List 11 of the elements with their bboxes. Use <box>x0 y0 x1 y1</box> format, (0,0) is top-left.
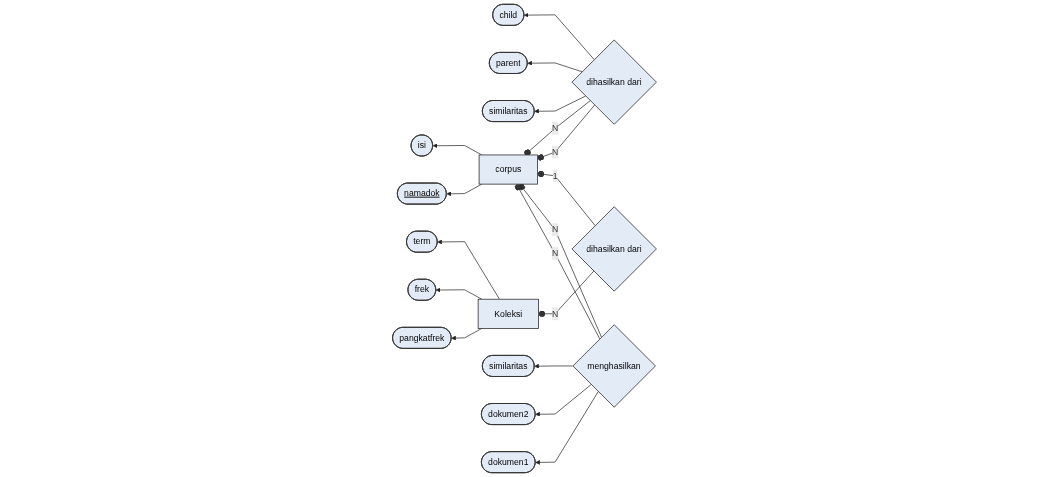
edge-label: 1 <box>552 171 558 181</box>
edge-label: N <box>551 224 559 235</box>
node-box: corpus <box>478 154 538 185</box>
node-box: Koleksi <box>477 298 539 329</box>
node-diamond: menghasilkan <box>572 324 656 408</box>
node-diamond: dihasilkan dari <box>571 39 657 125</box>
edge-label: N <box>551 147 559 157</box>
node-diamond: dihasilkan dari <box>571 206 657 292</box>
edge-label: N <box>551 308 559 319</box>
edge-label: N <box>551 248 559 258</box>
edge-label: N <box>551 123 559 133</box>
